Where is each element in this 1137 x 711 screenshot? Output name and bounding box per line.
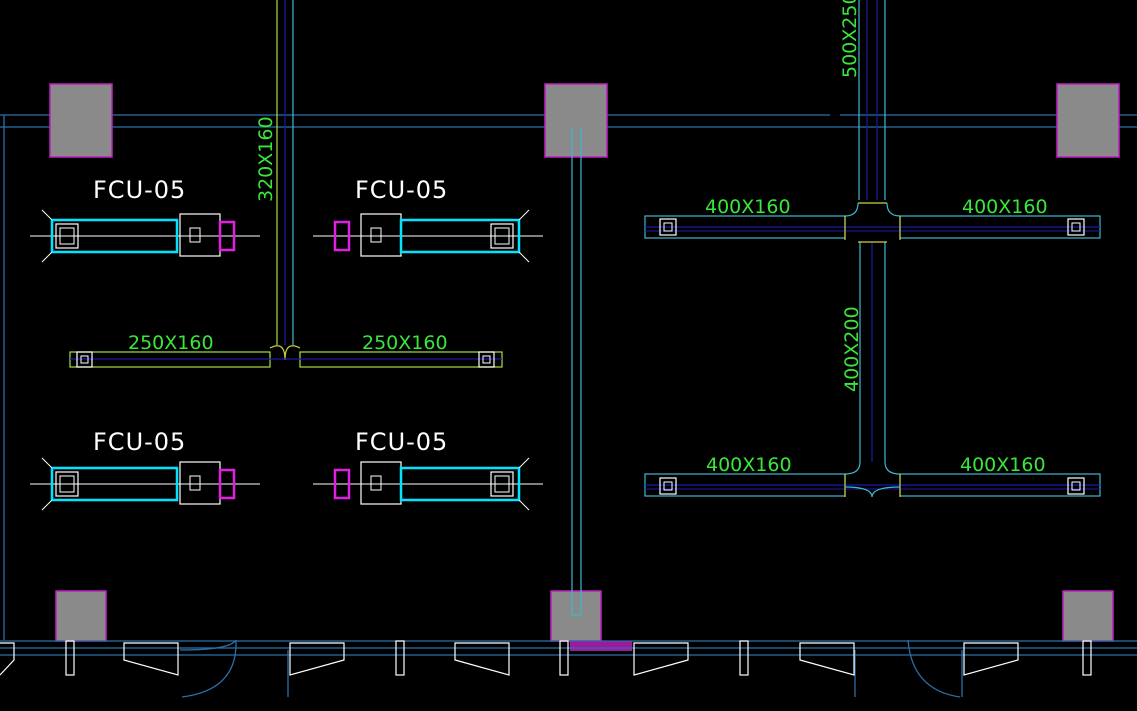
column-top-right	[1056, 83, 1120, 158]
dim-branch-left-1: 250X160	[128, 332, 214, 354]
column-top-mid	[544, 83, 608, 158]
dim-vertical-right: 400X200	[841, 306, 863, 392]
fcu-label-bottom-right: FCU-05	[355, 428, 448, 456]
fcu-unit-bottom-right	[313, 457, 543, 511]
diffuser-upper-right-1	[659, 218, 677, 236]
diffuser-lower-right-2	[1067, 477, 1085, 495]
structural-lines	[0, 114, 1137, 640]
columns	[49, 83, 1120, 651]
dim-lower-right-2: 400X160	[960, 454, 1046, 476]
duct-riser-right	[858, 0, 887, 204]
fcu-label-top-left: FCU-05	[93, 176, 186, 204]
column-top-left	[49, 83, 113, 158]
fcu-label-top-right: FCU-05	[355, 176, 448, 204]
fcu-unit-bottom-left	[30, 457, 260, 511]
duct-vertical-right	[858, 241, 887, 462]
diffuser-left-1	[76, 351, 93, 368]
fcu-label-bottom-left: FCU-05	[93, 428, 186, 456]
duct-lower-right	[644, 461, 1101, 498]
diffuser-upper-right-2	[1067, 218, 1085, 236]
dim-upper-right-2: 400X160	[962, 196, 1048, 218]
windows	[0, 640, 1092, 676]
column-bottom-right	[1062, 590, 1114, 642]
column-bottom-left	[55, 590, 107, 642]
duct-riser-left	[269, 0, 301, 361]
dim-branch-left-2: 250X160	[362, 332, 448, 354]
duct-center-vertical	[571, 127, 582, 616]
column-bottom-mid-accent	[570, 641, 632, 651]
fcu-unit-top-left	[30, 209, 260, 263]
duct-upper-right	[644, 202, 1101, 240]
dim-lower-right-1: 400X160	[706, 454, 792, 476]
duct-branch-left	[69, 351, 503, 368]
diffuser-lower-right-1	[659, 477, 677, 495]
fcu-unit-top-right	[313, 209, 543, 263]
column-bottom-mid	[550, 590, 602, 642]
dim-upper-right-1: 400X160	[705, 196, 791, 218]
dim-riser-left: 320X160	[255, 116, 277, 202]
diffuser-left-2	[478, 351, 495, 368]
dim-riser-right: 500X250	[839, 0, 861, 78]
